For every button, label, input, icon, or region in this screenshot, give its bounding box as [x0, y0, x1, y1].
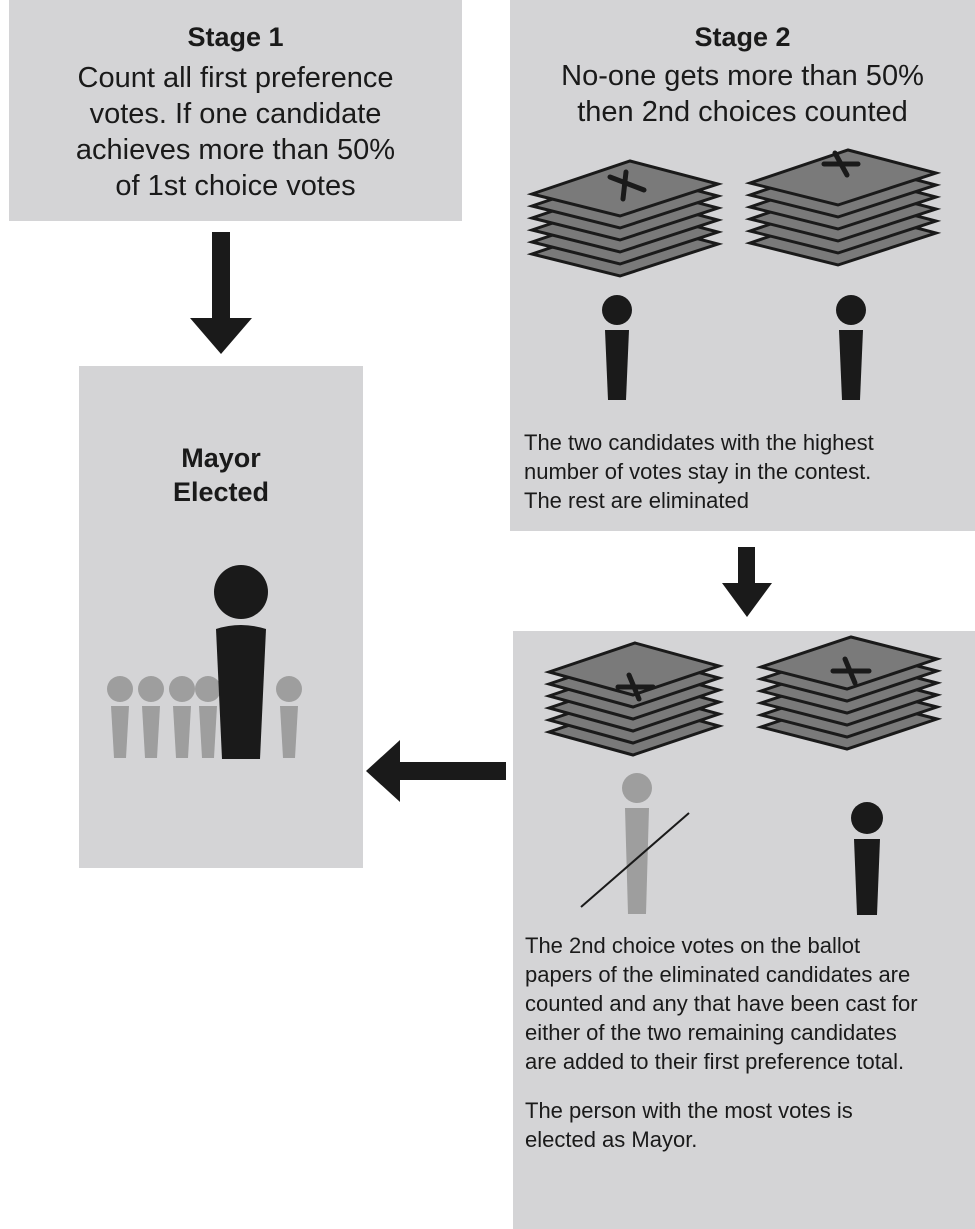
stage2-note-line: The rest are eliminated — [524, 488, 749, 513]
stage2-note-line: The two candidates with the highest — [524, 430, 874, 455]
stage3-box: The 2nd choice votes on the ballot paper… — [513, 631, 975, 1229]
arrow-left-to-mayor-icon — [366, 740, 506, 802]
stage3-note-line: are added to their first preference tota… — [525, 1049, 905, 1074]
stage3-ballots-candidates-icon — [543, 635, 943, 915]
stage2-note: The two candidates with the highest numb… — [524, 428, 874, 515]
stage3-final-note: The person with the most votes is electe… — [525, 1096, 853, 1154]
mayor-elected-box: Mayor Elected — [79, 366, 363, 868]
stage1-box: Stage 1 Count all first preference votes… — [9, 0, 462, 221]
stage1-description: Count all first preference votes. If one… — [9, 60, 462, 204]
stage2-box: Stage 2 No-one gets more than 50% then 2… — [510, 0, 975, 531]
stage1-title: Stage 1 — [187, 22, 284, 52]
stage2-line: No-one gets more than 50% — [561, 60, 924, 92]
stage2-ballots-candidates-icon — [526, 148, 942, 400]
stage3-note-line: either of the two remaining candidates — [525, 1020, 897, 1045]
arrow-down-stage1-icon — [190, 232, 252, 354]
mayor-title-line: Mayor — [181, 443, 261, 473]
stage1-line: of 1st choice votes — [115, 170, 356, 202]
arrow-down-stage2-icon — [722, 547, 772, 617]
stage2-description: No-one gets more than 50% then 2nd choic… — [510, 58, 975, 130]
stage1-line: achieves more than 50% — [75, 134, 396, 166]
mayor-elected-title: Mayor Elected — [79, 441, 363, 509]
stage2-note-line: number of votes stay in the contest. — [524, 459, 872, 484]
stage3-note-line: The 2nd choice votes on the ballot — [525, 933, 861, 958]
stage3-final-line: The person with the most votes is — [525, 1098, 853, 1123]
stage2-title: Stage 2 — [694, 22, 791, 52]
stage3-note: The 2nd choice votes on the ballot paper… — [525, 931, 918, 1076]
elected-crowd-icon — [107, 565, 302, 759]
stage1-line: votes. If one candidate — [89, 98, 382, 130]
stage3-note-line: counted and any that have been cast for — [525, 991, 918, 1016]
mayor-title-line: Elected — [172, 477, 270, 507]
stage1-line: Count all first preference — [77, 62, 394, 94]
stage2-line: then 2nd choices counted — [577, 96, 908, 128]
stage3-note-line: papers of the eliminated candidates are — [525, 962, 911, 987]
stage3-final-line: elected as Mayor. — [525, 1127, 698, 1152]
